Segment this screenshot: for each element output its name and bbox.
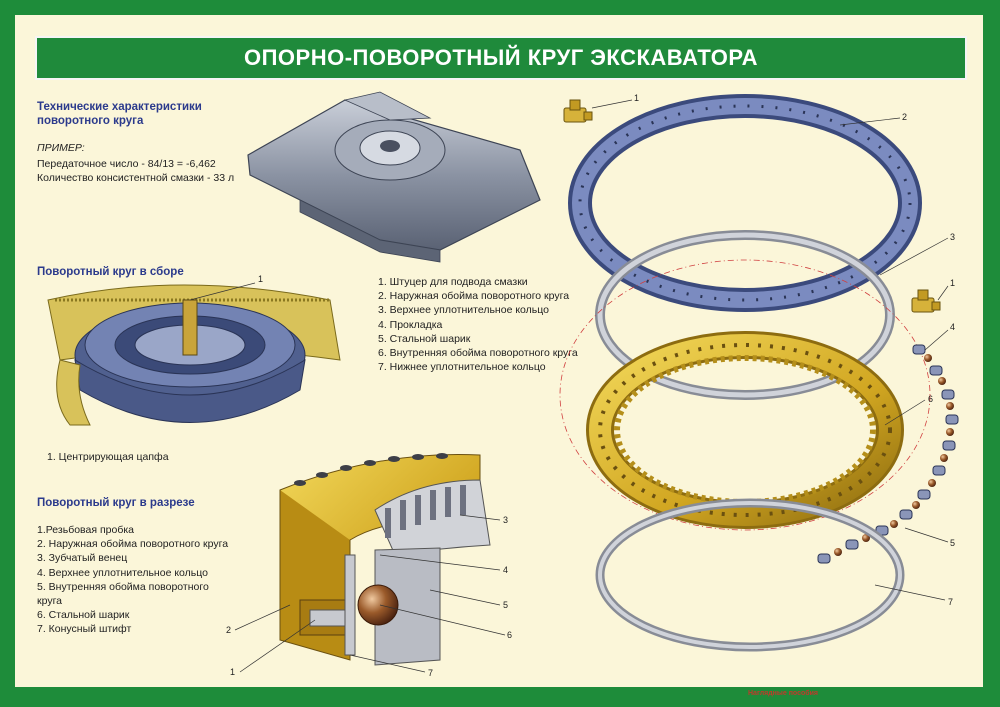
legend-item: 1. Штуцер для подвода смазки: [378, 276, 528, 288]
legend-item: 2. Наружная обойма поворотного круга: [378, 290, 570, 303]
exploded-callout: 1: [950, 278, 955, 288]
section-legend-item: 7. Конусный штифт: [37, 623, 132, 636]
grease-fitting-illustration: [563, 99, 593, 123]
legend-item: 4. Прокладка: [378, 318, 443, 331]
section-legend-item: 3. Зубчатый венец: [37, 552, 128, 565]
section-legend-item: 4. Верхнее уплотнительное кольцо: [37, 566, 208, 579]
legend-item: 7. Нижнее уплотнительное кольцо: [378, 361, 546, 374]
legend-item: 3. Верхнее уплотнительное кольцо: [378, 304, 549, 317]
exploded-callout: 3: [950, 232, 955, 242]
specs-line-ratio: Передаточное число - 84/13 = -6,462: [37, 158, 216, 170]
specs-heading: Технические характеристики поворотного к…: [37, 100, 202, 128]
exploded-callout: 4: [950, 322, 955, 332]
assembled-ring-illustration: 1: [47, 274, 341, 426]
exploded-callout: 1: [634, 93, 639, 103]
grease-fitting-illustration: [911, 289, 941, 313]
specs-line-grease: Количество консистентной смазки - 33 л: [37, 172, 235, 184]
exploded-view-illustration: 1 2 3 1: [559, 93, 959, 652]
section-legend-item: 6. Стальной шарик: [37, 609, 130, 622]
cross-section-illustration: 3 4 5 6 7 2 1: [226, 453, 512, 678]
page-title: ОПОРНО-ПОВОРОТНЫЙ КРУГ ЭКСКАВАТОРА: [244, 45, 758, 70]
section-callout: 2: [226, 625, 231, 635]
section-callout: 1: [230, 667, 235, 677]
brand-logo: Наглядные пособия: [748, 690, 818, 697]
section-legend-item: круга: [37, 595, 63, 608]
turntable-frame-illustration: [247, 91, 541, 263]
exploded-callout: 6: [928, 394, 933, 404]
assembly-callout: 1: [258, 274, 263, 284]
legend-item: 5. Стальной шарик: [378, 332, 471, 345]
section-legend-item: 5. Внутренняя обойма поворотного: [37, 580, 209, 593]
exploded-callout: 2: [902, 112, 907, 122]
specs-heading-line2: поворотного круга: [37, 115, 144, 127]
section-callout: 4: [503, 565, 508, 575]
section-legend: 1.Резьбовая пробка 2. Наружная обойма по…: [37, 523, 228, 637]
spacer-and-ball-chain: [817, 344, 959, 564]
section-callout: 7: [428, 668, 433, 678]
section-legend-item: 2. Наружная обойма поворотного круга: [37, 538, 229, 551]
section-heading: Поворотный круг в разрезе: [37, 497, 195, 509]
exploded-callout: 7: [948, 597, 953, 607]
section-legend-item: 1.Резьбовая пробка: [37, 524, 134, 536]
section-callout: 6: [507, 630, 512, 640]
specs-example-label: ПРИМЕР:: [37, 142, 85, 154]
section-callout: 3: [503, 515, 508, 525]
title-bar: ОПОРНО-ПОВОРОТНЫЙ КРУГ ЭКСКАВАТОРА: [35, 36, 967, 80]
assembly-heading: Поворотный круг в сборе: [37, 266, 184, 278]
specs-heading-line1: Технические характеристики: [37, 101, 202, 113]
legend-item: 6. Внутренняя обойма поворотного круга: [378, 347, 578, 360]
section-callout: 5: [503, 600, 508, 610]
exploded-callout: 5: [950, 538, 955, 548]
assembly-caption: 1. Центрирующая цапфа: [47, 451, 169, 463]
exploded-legend: 1. Штуцер для подвода смазки 2. Наружная…: [378, 275, 578, 374]
